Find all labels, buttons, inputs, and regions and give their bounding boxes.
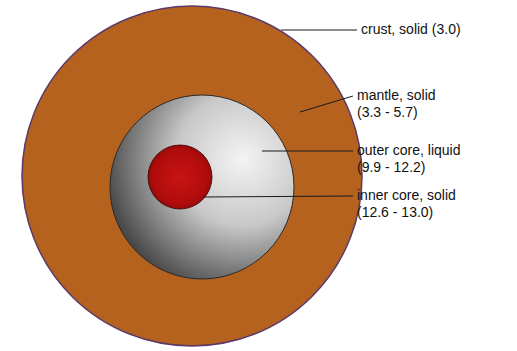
layer-label: mantle, solid [357,87,436,104]
density-range: (12.6 - 13.0) [357,204,433,221]
layer-label: crust, solid (3.0) [361,21,461,38]
inner-core-disc [148,145,212,209]
mantle-disc [22,6,362,346]
layer-label: inner core, solid [357,187,456,204]
leader-line [281,30,357,31]
density-range: (3.3 - 5.7) [357,104,418,121]
leader-line [262,151,353,152]
leader-line [204,196,353,197]
leader-line [300,96,353,112]
density-range: (9.9 - 12.2) [357,159,425,176]
outer-core-disc [110,95,294,279]
layer-label: outer core, liquid [357,142,461,159]
